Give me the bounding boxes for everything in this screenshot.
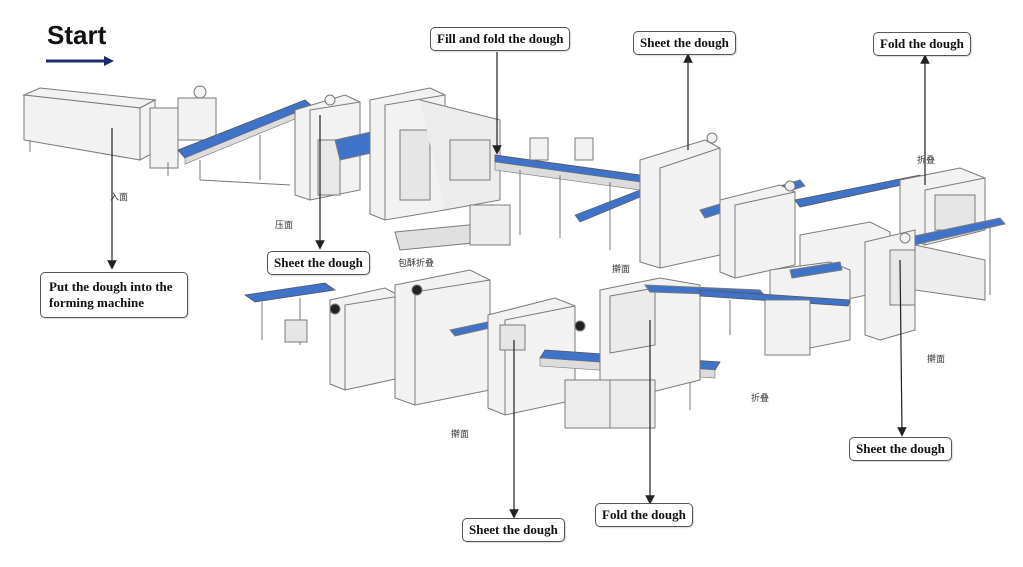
cn-label-anmian-bottom: 擀面: [451, 430, 470, 440]
callout-sheet-top: Sheet the dough: [633, 31, 736, 55]
sheeter-right: [799, 221, 986, 341]
cn-label-baosu: 包酥折叠: [398, 259, 435, 269]
arrow-sheet-right: [897, 259, 907, 437]
callout-fold-bottom: Fold the dough: [595, 503, 693, 527]
callout-put-dough: Put the dough into the forming machine: [40, 272, 188, 318]
callout-arrows: [107, 52, 930, 519]
cn-label-anmian-mid: 擀面: [612, 265, 631, 275]
sheeter-4: [329, 287, 401, 391]
forming-machine: [22, 85, 217, 176]
conveyor-4: [243, 282, 337, 345]
cn-label-yamian: 压面: [275, 221, 294, 231]
callout-sheet-right: Sheet the dough: [849, 437, 952, 461]
folding-machine-top: [899, 167, 1006, 295]
conveyor-6: [699, 289, 851, 356]
callout-sheet-bottom: Sheet the dough: [462, 518, 565, 542]
start-title: Start: [47, 20, 107, 50]
cn-label-anmian-right: 擀面: [927, 355, 946, 365]
sheeter-3: [719, 180, 796, 279]
folding-machine-bottom: [564, 277, 767, 429]
callout-fold-top: Fold the dough: [873, 32, 971, 56]
filling-folding-machine: [369, 87, 511, 251]
cn-label-zhedie-bottom: 折叠: [751, 394, 770, 404]
cn-label-rumian: 入面: [110, 193, 129, 203]
callout-sheet-mid: Sheet the dough: [267, 251, 370, 275]
conveyor-2: [494, 137, 646, 250]
cn-label-zhedie-top: 折叠: [917, 156, 936, 166]
callout-fill-fold: Fill and fold the dough: [430, 27, 571, 51]
start-arrow: [46, 56, 114, 66]
